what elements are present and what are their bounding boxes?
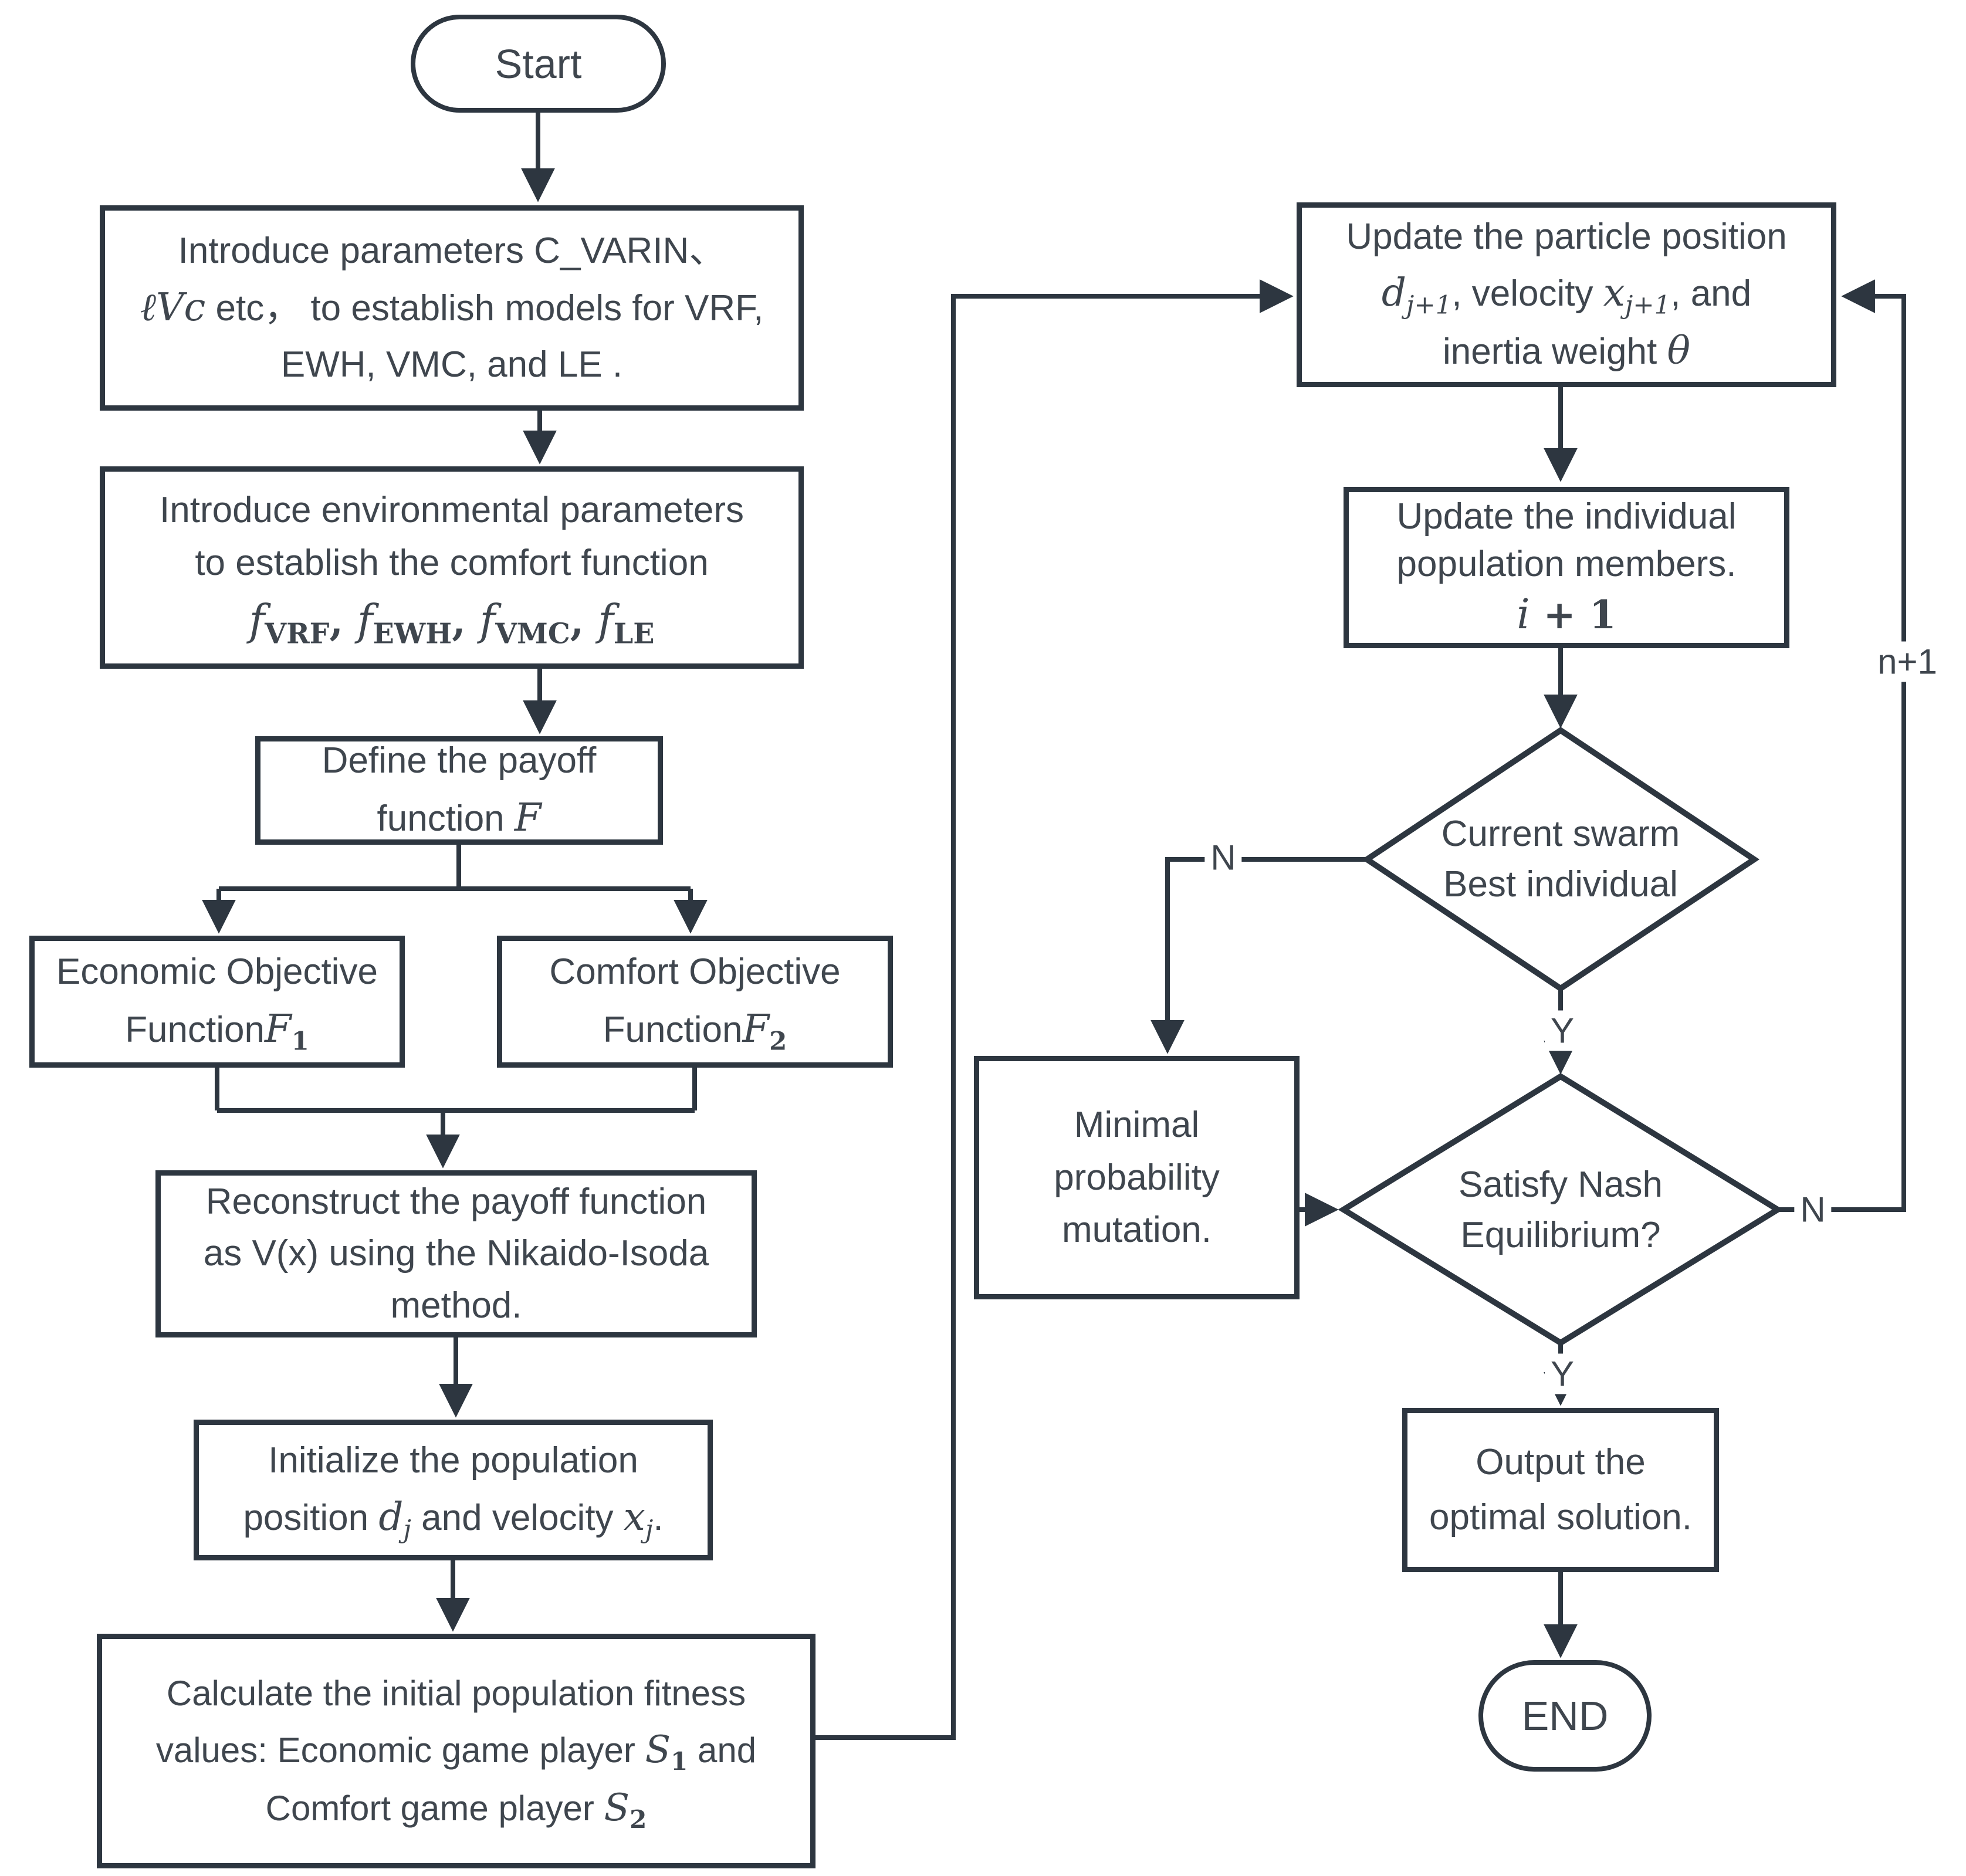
edge-swarm-no-mutation bbox=[1151, 857, 1367, 1054]
label-swarm-yes: Y bbox=[1544, 1010, 1581, 1051]
update-particle-node: Update the particle position dj+1, veloc… bbox=[1297, 202, 1836, 387]
init-population-node: Initialize the population position dj an… bbox=[194, 1420, 713, 1560]
edge-merge-bar bbox=[215, 1068, 697, 1113]
reconstruct-line3: method. bbox=[390, 1285, 522, 1326]
label-iteration-n-plus-1: n+1 bbox=[1872, 641, 1943, 682]
economic-objective-node: Economic Objective FunctionF1 bbox=[29, 936, 405, 1068]
intro-params-line1: Introduce parameters C_VARIN、 bbox=[178, 230, 726, 271]
reconstruct-node: Reconstruct the payoff function as V(x) … bbox=[155, 1170, 757, 1337]
start-label: Start bbox=[495, 40, 582, 87]
fitness-node: Calculate the initial population fitness… bbox=[97, 1634, 815, 1868]
payoff-line2: function F bbox=[377, 795, 542, 840]
update-individual-math: i + 1 bbox=[1517, 590, 1616, 638]
comfort-fn-line1: Introduce environmental parameters bbox=[160, 490, 744, 531]
comfort-fn-math: fVRF, fEWH, fVMC, fLE bbox=[249, 595, 655, 651]
nash-check-line1: Satisfy Nash bbox=[1458, 1164, 1663, 1205]
init-pop-line1: Initialize the population bbox=[268, 1440, 638, 1481]
update-individual-line1: Update the individual bbox=[1396, 496, 1737, 537]
comfort-obj-line1: Comfort Objective bbox=[549, 951, 841, 993]
update-individual-line2: population members. bbox=[1396, 544, 1737, 585]
reconstruct-line2: as V(x) using the Nikaido-Isoda bbox=[203, 1233, 709, 1274]
math-lvc: ℓVc bbox=[140, 285, 206, 330]
mutation-node: Minimal probability mutation. bbox=[974, 1056, 1300, 1299]
output-line2: optimal solution. bbox=[1429, 1497, 1693, 1538]
fitness-line3: Comfort game player S2 bbox=[265, 1785, 647, 1834]
payoff-line1: Define the payoff bbox=[322, 740, 597, 781]
label-nash-yes: Y bbox=[1544, 1353, 1581, 1394]
nash-check-line2: Equilibrium? bbox=[1460, 1215, 1661, 1255]
payoff-node: Define the payoff function F bbox=[255, 736, 663, 845]
comfort-fn-line2: to establish the comfort function bbox=[195, 543, 709, 584]
comfort-obj-line2: FunctionF2 bbox=[603, 1006, 787, 1056]
economic-line2: FunctionF1 bbox=[125, 1006, 309, 1056]
edge-fitness-update bbox=[815, 279, 1294, 1740]
update-particle-line3: inertia weight θ bbox=[1442, 329, 1691, 373]
output-line1: Output the bbox=[1476, 1441, 1646, 1482]
update-individual-node: Update the individual population members… bbox=[1344, 487, 1789, 648]
edge-nash-no-feedback bbox=[1778, 279, 1906, 1212]
reconstruct-line1: Reconstruct the payoff function bbox=[205, 1181, 707, 1223]
comfort-objective-node: Comfort Objective FunctionF2 bbox=[497, 936, 893, 1068]
intro-params-node: Introduce parameters C_VARIN、 ℓVc etc， t… bbox=[100, 205, 804, 411]
swarm-check-diamond: Current swarm Best individual bbox=[1402, 780, 1719, 939]
nash-check-diamond: Satisfy Nash Equilibrium? bbox=[1396, 1131, 1725, 1289]
label-nash-no: N bbox=[1794, 1189, 1832, 1230]
end-label: END bbox=[1521, 1693, 1609, 1739]
output-node: Output the optimal solution. bbox=[1402, 1408, 1719, 1572]
update-particle-line1: Update the particle position bbox=[1346, 216, 1787, 258]
update-particle-line2: dj+1, velocity xj+1, and bbox=[1381, 270, 1752, 320]
swarm-check-line1: Current swarm bbox=[1441, 814, 1680, 855]
economic-line1: Economic Objective bbox=[56, 951, 378, 993]
init-pop-line2: position dj and velocity xj. bbox=[243, 1495, 664, 1545]
start-node: Start bbox=[411, 15, 666, 113]
fitness-line1: Calculate the initial population fitness bbox=[166, 1673, 746, 1713]
comfort-fn-node: Introduce environmental parameters to es… bbox=[100, 466, 804, 669]
mutation-line1: Minimal bbox=[1074, 1104, 1200, 1145]
fitness-line2: values: Economic game player S1 and bbox=[155, 1727, 757, 1776]
intro-params-line3: EWH, VMC, and LE . bbox=[280, 344, 623, 385]
edge-payoff-split-bar bbox=[219, 845, 691, 891]
swarm-check-line2: Best individual bbox=[1443, 864, 1678, 905]
end-node: END bbox=[1478, 1660, 1652, 1772]
mutation-line3: mutation. bbox=[1061, 1210, 1212, 1251]
intro-params-line2: ℓVc etc， to establish models for VRF, bbox=[140, 285, 764, 330]
label-swarm-no: N bbox=[1204, 837, 1242, 878]
mutation-line2: probability bbox=[1054, 1157, 1220, 1198]
